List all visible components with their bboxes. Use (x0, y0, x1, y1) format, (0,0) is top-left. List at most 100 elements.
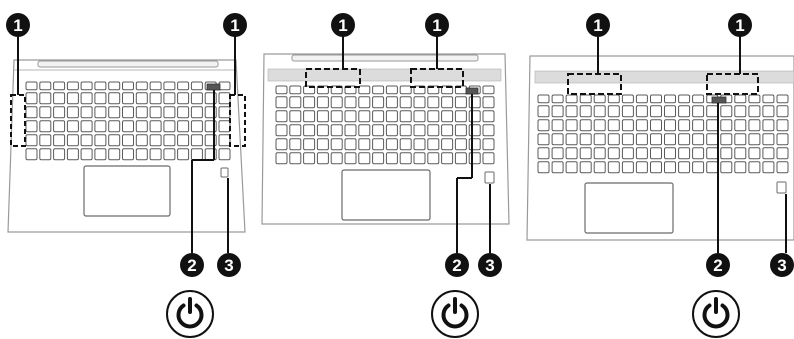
key (650, 94, 662, 104)
key (413, 152, 426, 165)
key (692, 119, 705, 132)
key (372, 96, 385, 109)
laptop-1-callout-2: 2 (180, 253, 204, 277)
key (149, 92, 162, 105)
laptop-2-speaker-right (410, 68, 464, 88)
key (441, 138, 454, 151)
key (635, 161, 648, 174)
laptop-2-speaker-band (267, 68, 502, 82)
laptop-1-led (220, 167, 229, 178)
key (80, 81, 93, 91)
key (163, 148, 176, 161)
laptop-1-hinge (37, 60, 219, 68)
key (372, 138, 385, 151)
key (607, 147, 620, 160)
key (344, 138, 357, 151)
key (289, 110, 302, 123)
laptop-1: 1 1 2 3 (6, 13, 247, 338)
key (190, 92, 203, 105)
key (692, 133, 705, 146)
key (565, 147, 578, 160)
key (108, 92, 121, 105)
key (53, 148, 66, 161)
svg-text:1: 1 (13, 16, 22, 35)
key (385, 152, 398, 165)
key (413, 124, 426, 137)
key (621, 105, 634, 118)
laptop-1-speaker-right (229, 94, 246, 147)
laptop-2-callout-1b: 1 (425, 13, 449, 37)
key (468, 124, 481, 137)
key (25, 120, 38, 133)
key (94, 120, 107, 133)
key (39, 134, 52, 147)
key (358, 138, 371, 151)
key (706, 161, 719, 174)
key (593, 94, 606, 104)
key (537, 133, 550, 146)
laptop-3-callout-1b: 1 (728, 13, 752, 37)
key (289, 124, 302, 137)
power-icon (166, 290, 214, 338)
key (454, 96, 467, 109)
key (218, 120, 231, 133)
key (289, 138, 302, 151)
key (399, 110, 412, 123)
key (399, 138, 412, 151)
key (149, 106, 162, 119)
key (122, 106, 134, 119)
key (344, 152, 357, 165)
key (706, 147, 719, 160)
key (692, 161, 705, 174)
key (316, 96, 329, 109)
laptop-1-callout-3: 3 (217, 253, 241, 277)
key (275, 85, 288, 95)
key (122, 120, 134, 133)
key (135, 134, 148, 147)
key (664, 105, 676, 118)
key (720, 105, 733, 118)
key (108, 120, 121, 133)
key (80, 92, 93, 105)
power-icon (692, 290, 740, 338)
key (385, 85, 398, 95)
key (53, 92, 66, 105)
svg-text:1: 1 (230, 16, 239, 35)
key (734, 147, 747, 160)
key (537, 94, 550, 104)
key (413, 96, 426, 109)
key (330, 138, 343, 151)
key (748, 147, 761, 160)
key (720, 161, 733, 174)
key (25, 92, 38, 105)
key (275, 152, 288, 165)
key (441, 110, 454, 123)
key (678, 105, 691, 118)
key (427, 110, 440, 123)
key (678, 161, 691, 174)
key (372, 85, 385, 95)
key (678, 119, 691, 132)
key (537, 161, 550, 174)
key (454, 110, 467, 123)
key (635, 119, 648, 132)
key (66, 120, 79, 133)
key (748, 94, 761, 104)
key (358, 85, 371, 95)
key (94, 134, 107, 147)
key (177, 134, 190, 147)
key (303, 96, 316, 109)
key (53, 106, 66, 119)
laptop-3-callout-2: 2 (706, 253, 730, 277)
key (776, 105, 789, 118)
key (358, 124, 371, 137)
key (190, 120, 203, 133)
laptop-3-speaker-left (567, 73, 622, 95)
key (551, 94, 564, 104)
key (358, 152, 371, 165)
key (762, 119, 775, 132)
key (734, 161, 747, 174)
laptop-3-callout-3: 3 (770, 253, 794, 277)
laptop-1-touchpad (83, 165, 171, 217)
key (621, 147, 634, 160)
